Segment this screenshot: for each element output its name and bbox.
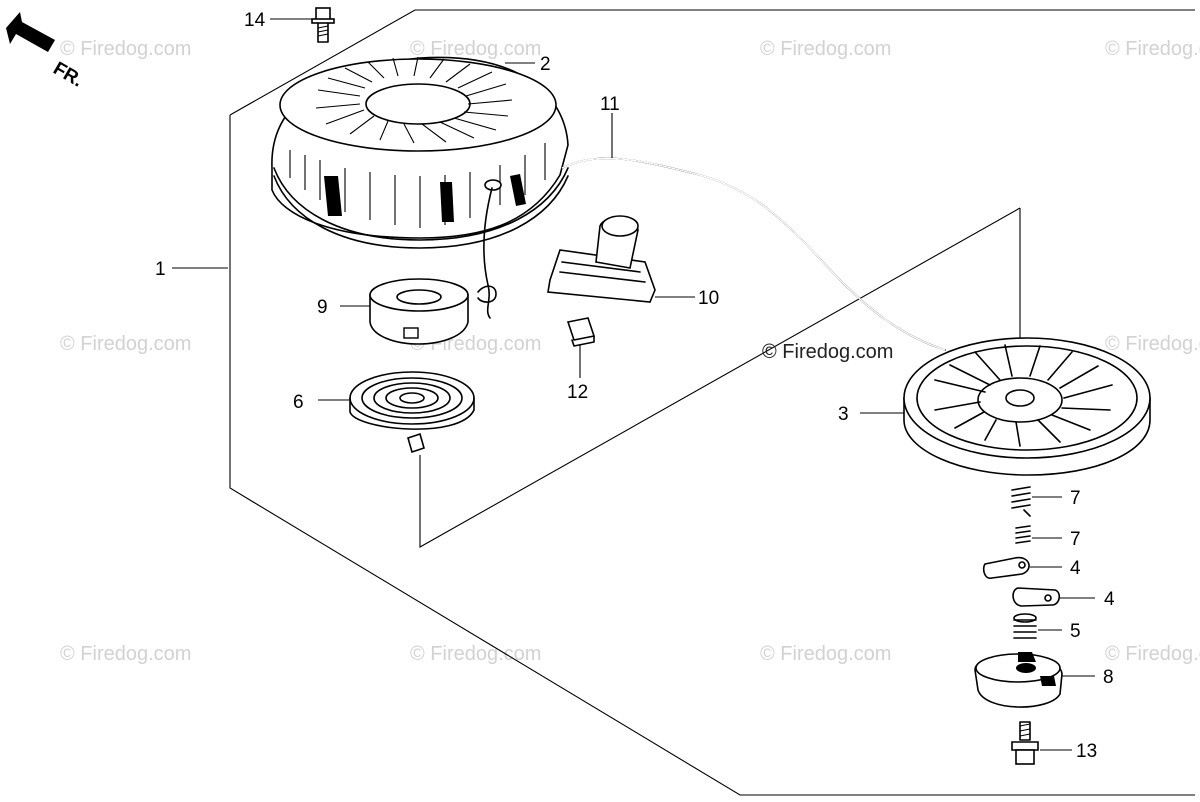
callout-6: 6 [293, 392, 304, 413]
callout-10: 10 [698, 288, 719, 309]
callout-7b: 7 [1070, 529, 1081, 550]
callout-8: 8 [1103, 667, 1114, 688]
spring-5 [1013, 613, 1037, 639]
reel-3 [903, 337, 1151, 476]
callout-4a: 4 [1070, 558, 1081, 579]
ratchet-4a [982, 556, 1030, 579]
ratchet-4b [1012, 587, 1061, 607]
callout-12: 12 [567, 382, 588, 403]
direction-label: FR. [50, 58, 87, 91]
watermark-main: © Firedog.com [762, 341, 893, 363]
watermark: © Firedog.com [1105, 38, 1200, 60]
flange-bolt-14 [311, 7, 335, 43]
callout-9: 9 [317, 297, 328, 318]
rope-clip-12 [566, 317, 596, 347]
callout-14: 14 [244, 10, 266, 31]
callout-1: 1 [155, 259, 166, 280]
watermark: © Firedog.com [60, 643, 191, 665]
callout-2: 2 [540, 54, 551, 75]
watermark: © Firedog.com [410, 38, 541, 60]
callout-5: 5 [1070, 621, 1081, 642]
watermark: © Firedog.com [1105, 643, 1200, 665]
watermark: © Firedog.com [60, 333, 191, 355]
cover-ring-9 [369, 278, 469, 345]
callout-13: 13 [1076, 741, 1097, 762]
watermark: © Firedog.com [760, 38, 891, 60]
reel-bracket [419, 207, 1021, 548]
watermark-grid: © Firedog.com © Firedog.com © Firedog.co… [60, 38, 1200, 665]
callout-7a: 7 [1070, 488, 1081, 509]
ratchet-guide-8 [974, 652, 1063, 708]
leader-lines [172, 18, 1095, 751]
starter-grip-10 [547, 215, 656, 303]
recoil-spring-6 [349, 371, 475, 454]
callout-labels: 1 2 3 4 4 5 6 7 7 8 9 10 11 12 13 14 [155, 10, 1115, 762]
friction-spring-7b [1015, 525, 1031, 544]
watermark: © Firedog.com [410, 643, 541, 665]
watermark: © Firedog.com [60, 38, 191, 60]
bolt-13 [1011, 721, 1039, 765]
assembly-outline [229, 9, 1195, 796]
arrow-icon [6, 12, 55, 52]
watermark: © Firedog.com [1105, 333, 1200, 355]
callout-11: 11 [600, 94, 620, 115]
starter-case-2 [271, 56, 569, 249]
callout-3: 3 [838, 404, 849, 425]
callout-4b: 4 [1104, 589, 1115, 610]
watermark: © Firedog.com [760, 643, 891, 665]
friction-spring-7a [1011, 486, 1031, 517]
rope-end [483, 187, 493, 319]
